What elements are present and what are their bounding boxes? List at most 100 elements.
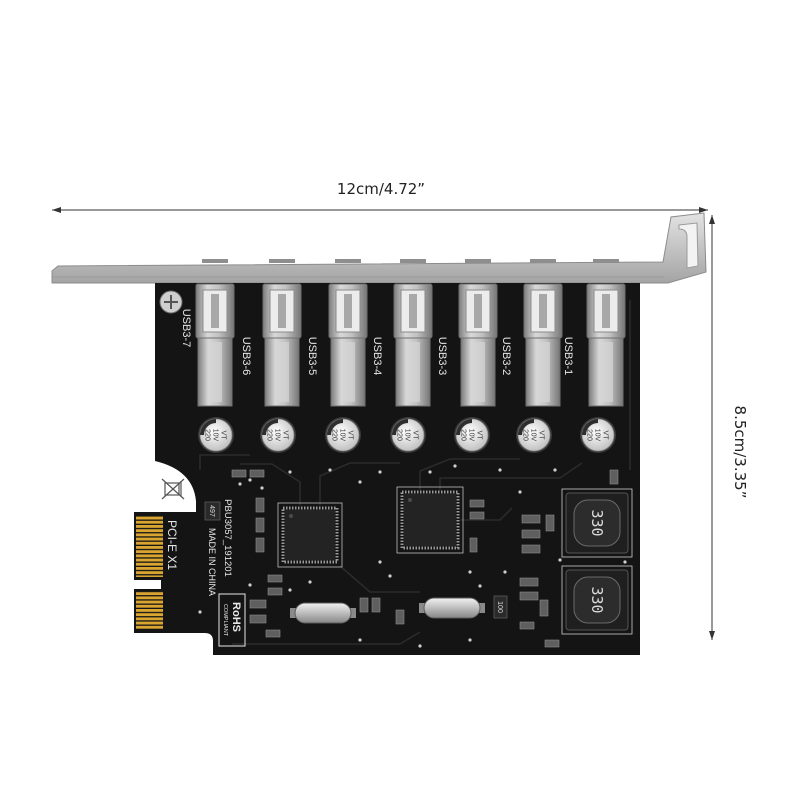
electrolytic-capacitor: 22010VVT xyxy=(198,417,234,453)
usb-port-label: USB3-5 xyxy=(306,337,318,376)
bin-cross xyxy=(161,478,185,500)
via xyxy=(468,570,472,574)
mounting-screw xyxy=(159,290,183,314)
smd-body xyxy=(521,544,541,554)
smd-body xyxy=(519,591,539,601)
trace xyxy=(199,454,250,470)
component-body xyxy=(493,595,508,619)
trace xyxy=(319,462,400,505)
usb-port xyxy=(262,283,302,407)
crystal-pad xyxy=(419,603,427,613)
bracket-slot xyxy=(678,222,699,269)
usb-port xyxy=(393,283,433,407)
chip-body xyxy=(285,510,335,560)
via xyxy=(518,490,522,494)
usb-port-label: USB3-6 xyxy=(240,337,252,376)
smd-body xyxy=(249,614,267,624)
component-body xyxy=(204,501,221,521)
smd-body xyxy=(469,537,478,553)
usb-port-highlight xyxy=(471,342,485,402)
usb-port xyxy=(328,283,368,407)
usb-port-label: USB3-3 xyxy=(436,337,448,376)
trace xyxy=(439,462,583,490)
model-code-label: PBU3057_191201 xyxy=(222,499,233,577)
usb-port-label: USB3-7 xyxy=(180,309,192,348)
smd-body xyxy=(371,597,381,613)
crystal-oscillator xyxy=(290,602,356,624)
smd-body xyxy=(395,609,405,625)
marked-component: 100 xyxy=(493,595,508,619)
usb-port-highlight xyxy=(275,342,289,402)
pcie-gold-fingers-secondary xyxy=(136,591,163,629)
component-marking: 100 xyxy=(496,601,503,613)
smd-component xyxy=(249,599,267,609)
usb-port-label: USB3-4 xyxy=(371,337,383,376)
pcb-outline xyxy=(134,283,640,655)
trace xyxy=(232,631,421,645)
width-arrow-right xyxy=(699,207,708,213)
smd-component xyxy=(544,639,560,648)
bracket-tab xyxy=(269,259,295,263)
smd-body xyxy=(267,587,283,596)
crystal-pad xyxy=(477,603,485,613)
chip-pads xyxy=(281,506,339,564)
usb-port-tongue xyxy=(344,294,352,328)
smd-component xyxy=(359,597,369,613)
rohs-subtitle: COMPLIANT xyxy=(222,604,228,637)
via xyxy=(358,480,362,484)
via xyxy=(260,486,264,490)
electrolytic-capacitor: 22010VVT xyxy=(454,417,490,453)
capacitor-polarity-band xyxy=(200,419,216,435)
pcie-interface-label: PCI-E X1 xyxy=(165,520,179,570)
component-marking: 497 xyxy=(208,505,215,517)
smd-components xyxy=(231,469,619,648)
usb-port-highlight xyxy=(536,342,550,402)
usb-port-highlight xyxy=(406,342,420,402)
height-dimension-label: 8.5cm/3.35” xyxy=(731,406,749,499)
smd-body xyxy=(267,574,283,583)
chip-pin1-mark xyxy=(408,498,412,502)
smd-component xyxy=(371,597,381,613)
smd-body xyxy=(545,514,555,532)
usb-port-tongue xyxy=(539,294,547,328)
smd-component xyxy=(521,514,541,524)
usb-port-highlight xyxy=(208,342,222,402)
capacitor-marking-line: VT xyxy=(220,431,227,441)
capacitor-marking: 22010VVT xyxy=(204,429,227,442)
capacitor-polarity-band xyxy=(392,419,408,435)
smd-component xyxy=(395,609,405,625)
capacitor-marking-line: 10V xyxy=(339,429,346,442)
bracket-tab xyxy=(400,259,426,263)
usb-port-tongue xyxy=(474,294,482,328)
crystal-can xyxy=(294,602,352,624)
capacitor-marking: 22010VVT xyxy=(460,429,483,442)
capacitor-marking-line: VT xyxy=(538,431,545,441)
rohs-badge-frame xyxy=(218,593,246,647)
smd-component xyxy=(519,577,539,587)
smd-component xyxy=(255,537,265,553)
crystal-can xyxy=(423,597,481,619)
smd-component xyxy=(469,511,485,520)
smd-component xyxy=(267,587,283,596)
usb-port-tongue xyxy=(602,294,610,328)
via xyxy=(198,610,202,614)
pcb-board: 330 330 497 100 PCI-E X1 PBU3057_191201 … xyxy=(134,283,640,655)
capacitor-marking-line: 220 xyxy=(522,429,529,441)
via xyxy=(358,638,362,642)
via xyxy=(388,574,392,578)
width-dimension-label: 12cm/4.72” xyxy=(337,180,425,198)
capacitor-marking: 22010VVT xyxy=(266,429,289,442)
capacitor-polarity-band xyxy=(262,419,278,435)
capacitor-marking: 22010VVT xyxy=(522,429,545,442)
via xyxy=(468,638,472,642)
via xyxy=(623,560,627,564)
inductor-marking: 330 xyxy=(588,509,606,536)
smd-component xyxy=(255,497,265,513)
inductor-silkscreen-outline xyxy=(561,488,633,558)
bracket-tab xyxy=(202,259,228,263)
smd-body xyxy=(519,621,535,630)
capacitor-marking-line: VT xyxy=(412,431,419,441)
via xyxy=(248,478,252,482)
height-arrow-bottom xyxy=(709,631,715,640)
